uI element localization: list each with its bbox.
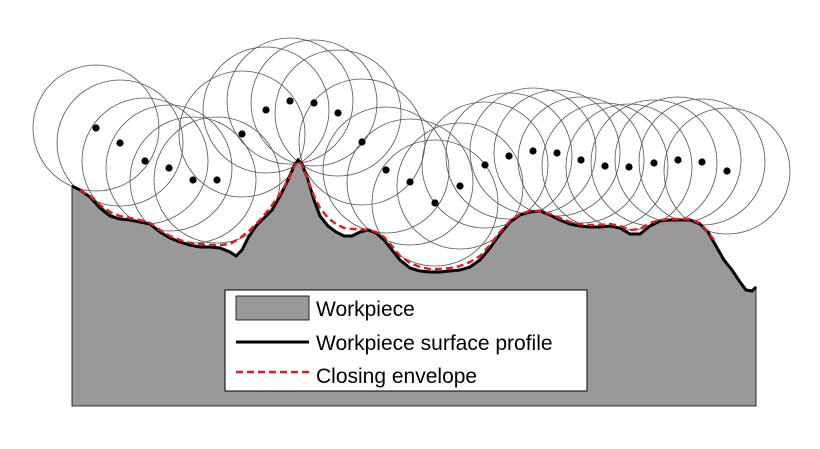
legend-envelope-label: Closing envelope xyxy=(316,365,477,388)
rolling-circle xyxy=(565,103,693,231)
circle-center-dot xyxy=(238,130,246,138)
circle-center-dot xyxy=(189,176,197,184)
circle-center-dot xyxy=(141,157,149,165)
legend: Workpiece Workpiece surface profile Clos… xyxy=(224,289,588,392)
circle-center-dot xyxy=(674,156,682,164)
circle-center-dot xyxy=(116,139,124,147)
circle-center-dot xyxy=(723,167,731,175)
rolling-circle xyxy=(226,37,354,165)
circle-center-dot xyxy=(358,138,366,146)
circle-center-dot xyxy=(481,161,489,169)
rolling-circle xyxy=(445,92,573,220)
circle-center-dot xyxy=(553,149,561,157)
circle-center-dot xyxy=(431,199,439,207)
rolling-circle xyxy=(178,70,306,198)
rolling-circle xyxy=(153,116,281,244)
rolling-circle xyxy=(250,39,378,167)
circle-center-dot xyxy=(165,164,173,172)
circle-center-dot xyxy=(262,106,270,114)
rolling-circle xyxy=(371,139,499,267)
closing-envelope-line xyxy=(79,159,715,271)
circle-center-dot xyxy=(286,97,294,105)
circle-center-dot xyxy=(406,178,414,186)
legend-workpiece-label: Workpiece xyxy=(316,298,415,321)
circle-center-dot xyxy=(505,152,513,160)
rolling-circle xyxy=(396,122,524,250)
rolling-circle xyxy=(105,104,233,232)
rolling-circle xyxy=(663,107,791,235)
circle-center-dot xyxy=(650,159,658,167)
rolling-circle xyxy=(346,118,474,246)
circle-centers xyxy=(92,97,731,207)
rolling-circle xyxy=(56,79,184,207)
legend-profile-label: Workpiece surface profile xyxy=(316,332,553,355)
workpiece-surface-profile xyxy=(71,157,758,293)
rolling-circle xyxy=(421,101,549,229)
circle-center-dot xyxy=(625,163,633,171)
circle-center-dot xyxy=(601,162,609,170)
circle-center-dot xyxy=(382,166,390,174)
circle-center-dot xyxy=(698,158,706,166)
rolling-circle xyxy=(298,78,426,206)
circle-center-dot xyxy=(529,147,537,155)
circle-center-dot xyxy=(310,99,318,107)
circle-center-dot xyxy=(577,156,585,164)
circle-center-dot xyxy=(456,182,464,190)
rolling-circle xyxy=(274,49,402,177)
rolling-circle xyxy=(322,106,450,234)
circle-center-dot xyxy=(334,109,342,117)
rolling-circles xyxy=(32,37,791,267)
rolling-circle xyxy=(32,64,160,192)
circle-center-dot xyxy=(213,176,221,184)
legend-workpiece-swatch xyxy=(235,295,310,321)
rolling-circle xyxy=(202,46,330,174)
circle-center-dot xyxy=(92,124,100,132)
